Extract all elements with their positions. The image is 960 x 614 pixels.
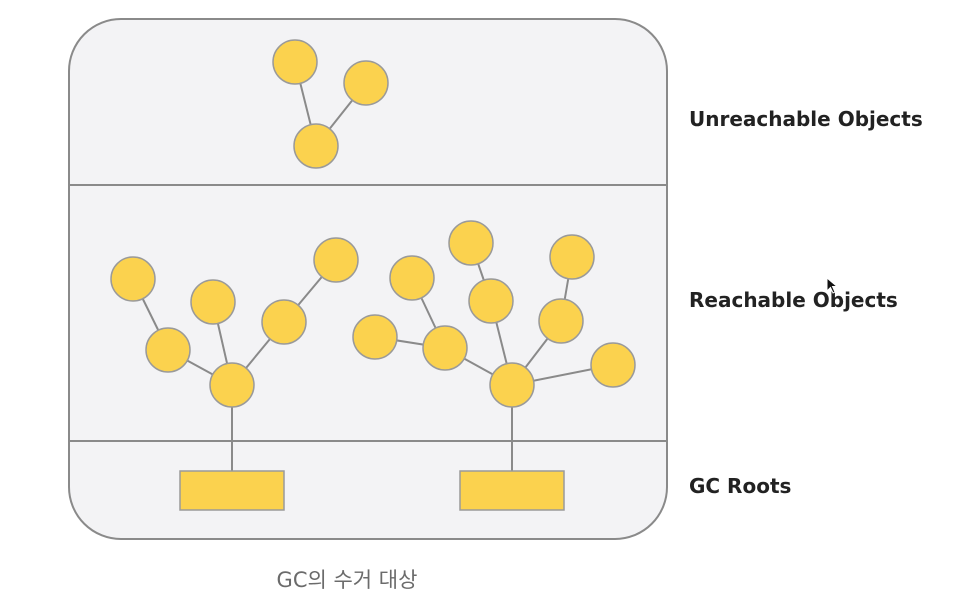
- object-node: [352, 314, 398, 360]
- object-node: [313, 237, 359, 283]
- object-node: [590, 342, 636, 388]
- object-node: [293, 123, 339, 169]
- mouse-cursor-icon: [826, 277, 838, 294]
- object-node: [468, 278, 514, 324]
- label-gc-roots: GC Roots: [689, 474, 792, 498]
- label-reachable-objects: Reachable Objects: [689, 288, 898, 312]
- object-node: [343, 60, 389, 106]
- diagram-caption: GC의 수거 대상: [276, 568, 418, 592]
- heap-panel: [68, 18, 668, 540]
- object-node: [549, 234, 595, 280]
- object-node: [261, 299, 307, 345]
- object-nodes: [110, 39, 636, 408]
- gc-root-box: [459, 470, 565, 511]
- object-node: [110, 256, 156, 302]
- object-node: [538, 298, 584, 344]
- object-node: [489, 362, 535, 408]
- object-node: [422, 325, 468, 371]
- object-node: [272, 39, 318, 85]
- object-node: [209, 362, 255, 408]
- label-unreachable-objects: Unreachable Objects: [689, 107, 923, 131]
- object-node: [389, 255, 435, 301]
- object-node: [448, 220, 494, 266]
- object-node: [145, 327, 191, 373]
- object-node: [190, 279, 236, 325]
- gc-root-box: [179, 470, 285, 511]
